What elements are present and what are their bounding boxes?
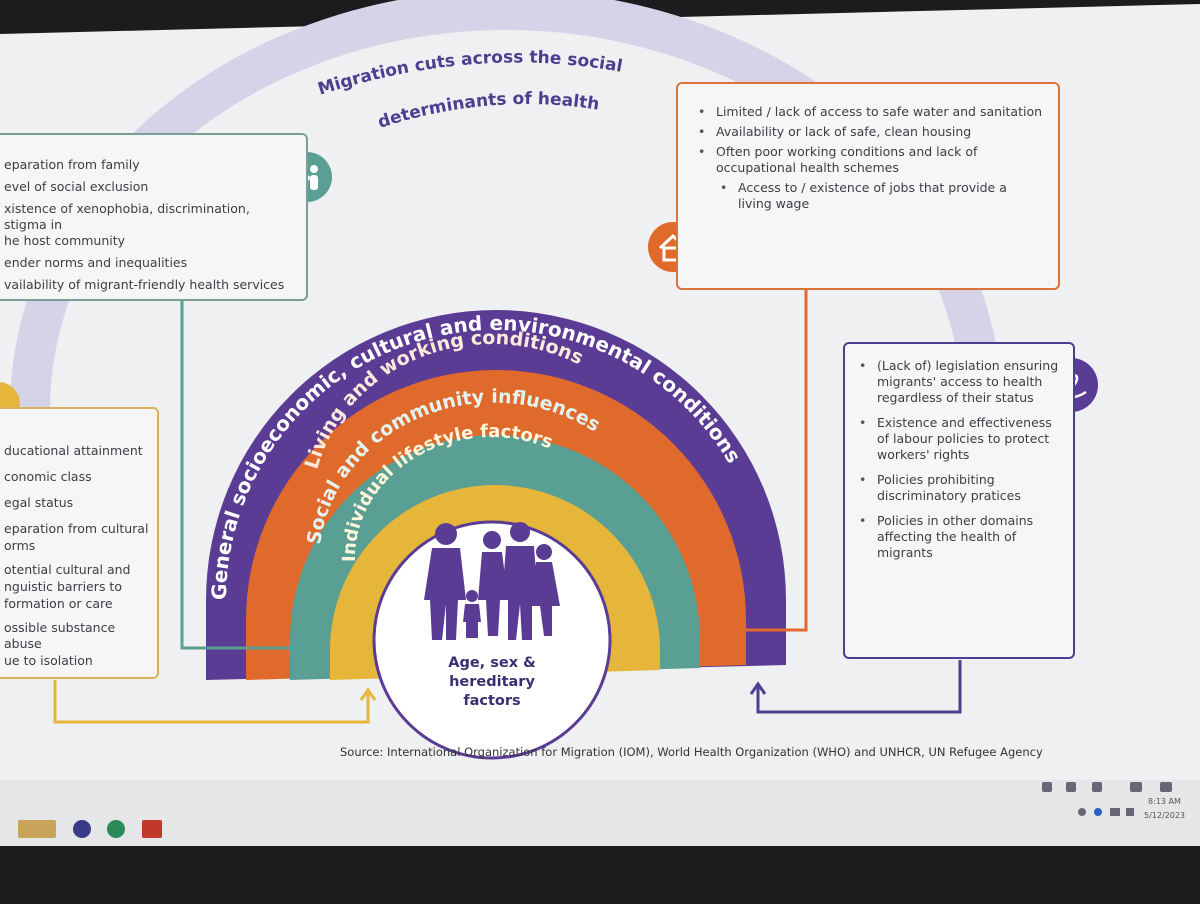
list-item: Limited / lack of access to safe water a… [698, 104, 1042, 120]
list-item: evel of social exclusion [4, 179, 149, 194]
taskbar-date[interactable]: 5/12/2023 [1144, 811, 1186, 820]
taskbar-app-1[interactable] [18, 820, 56, 838]
list-item: ducational attainment [4, 443, 143, 458]
list-item: Existence and effectiveness of labour po… [859, 415, 1063, 463]
list-item: egal status [4, 495, 74, 510]
bottom-frame [0, 846, 1200, 900]
family-icon [424, 522, 560, 640]
list-item: Access to / existence of jobs that provi… [720, 180, 1042, 212]
connector-general [756, 660, 962, 714]
arrowhead-individual [359, 687, 377, 701]
social-community-box: eparation from family evel of social exc… [0, 133, 308, 301]
tray-icon-3[interactable] [1092, 782, 1102, 792]
taskbar-app-2[interactable] [73, 820, 91, 838]
taskbar-apps [18, 820, 162, 838]
center-label-line-1: Age, sex & [448, 655, 536, 671]
taskbar-app-4[interactable] [142, 820, 162, 838]
list-item: ossible substance abuse [4, 620, 116, 651]
display-icon[interactable] [1110, 808, 1120, 816]
source-caption: Source: International Organization for M… [340, 745, 1043, 759]
list-item: (Lack of) legislation ensuring migrants'… [859, 358, 1063, 406]
arrowhead-social [301, 638, 317, 658]
list-item: eparation from cultural [4, 521, 149, 536]
list-item: ender norms and inequalities [4, 255, 188, 270]
list-item: otential cultural and [4, 562, 131, 577]
list-item: orms [4, 538, 36, 553]
tray-icon-5[interactable] [1160, 782, 1172, 792]
list-item: Availability or lack of safe, clean hous… [698, 124, 1042, 140]
arrowhead-living [713, 620, 729, 640]
list-item: eparation from family [4, 157, 140, 172]
bluetooth-icon[interactable] [1094, 808, 1102, 816]
general-conditions-box: (Lack of) legislation ensuring migrants'… [843, 342, 1075, 659]
list-item: Often poor working conditions and lack o… [698, 144, 1042, 176]
list-item: xistence of xenophobia, discrimination, … [4, 201, 250, 232]
list-item: conomic class [4, 469, 92, 484]
individual-lifestyle-box: ducational attainment conomic class egal… [0, 407, 159, 679]
list-item: vailability of migrant-friendly health s… [4, 277, 285, 292]
list-item: he host community [4, 233, 126, 248]
tray-icon-1[interactable] [1042, 782, 1052, 792]
taskbar [0, 780, 1200, 846]
network-icon[interactable] [1078, 808, 1086, 816]
list-item: Policies prohibiting discriminatory prat… [859, 472, 1063, 504]
list-item: nguistic barriers to [4, 579, 122, 594]
living-working-box: Limited / lack of access to safe water a… [676, 82, 1060, 290]
connector-individual [53, 680, 370, 724]
list-item: ue to isolation [4, 653, 93, 668]
list-item: formation or care [4, 596, 113, 611]
center-label-line-2: hereditary [449, 674, 535, 690]
volume-icon[interactable] [1126, 808, 1134, 816]
tray-icon-2[interactable] [1066, 782, 1076, 792]
list-item: Policies in other domains affecting the … [859, 513, 1063, 561]
taskbar-app-3[interactable] [107, 820, 125, 838]
connector-living [718, 290, 808, 632]
connector-social [180, 300, 312, 650]
taskbar-time[interactable]: 8:13 AM [1148, 797, 1181, 806]
system-tray [1042, 782, 1172, 816]
tray-icon-4[interactable] [1130, 782, 1142, 792]
center-label-line-3: factors [463, 693, 520, 709]
arrowhead-general [749, 681, 767, 695]
